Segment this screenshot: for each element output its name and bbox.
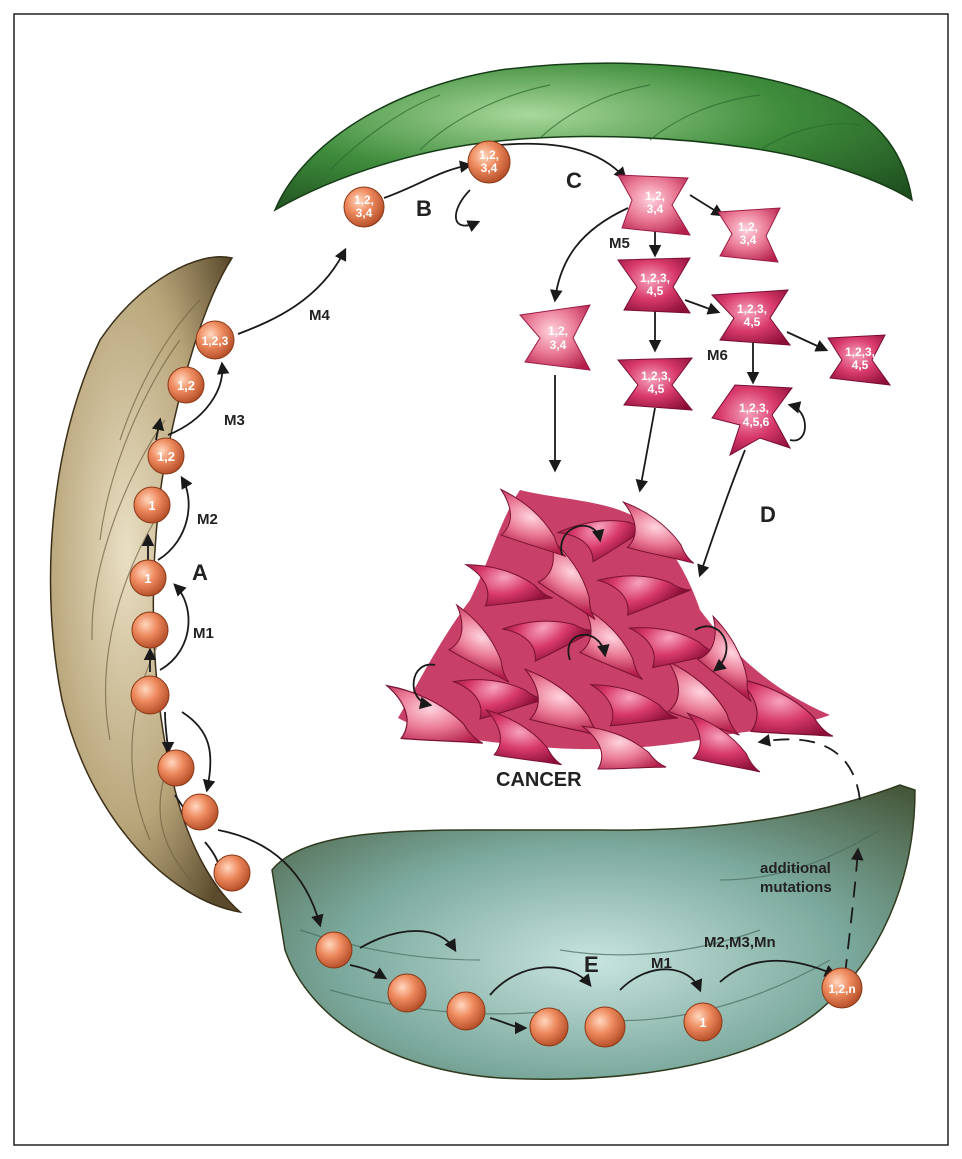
cell-label-green-a-2: 3,4: [356, 206, 373, 220]
cell-label-m5-c-2: 4,5: [648, 382, 665, 396]
cell-label-left-2: 1: [148, 498, 155, 513]
mutation-label-m3: M3: [224, 412, 245, 429]
additional-mutations-line2: mutations: [760, 879, 832, 896]
cell-label-left-5: 1,2,3: [202, 334, 229, 348]
daughter-cell: [214, 855, 250, 891]
mutation-label-m1-left: M1: [193, 625, 214, 642]
daughter-cell: [182, 794, 218, 830]
cell-label-m5-d-1: 1,2,3,: [845, 345, 875, 359]
mutation-label-m6: M6: [707, 347, 728, 364]
mutation-label-m2: M2: [197, 511, 218, 528]
panel-label-c: C: [566, 168, 582, 193]
cell-label-left-3: 1,2: [157, 449, 175, 464]
panel-label-e: E: [584, 952, 599, 977]
cell-label-m5-b-2: 4,5: [744, 315, 761, 329]
stem-cell: [131, 676, 169, 714]
panel-label-a: A: [192, 560, 208, 585]
stem-cell: [132, 612, 168, 648]
cell-label-c-left-2: 3,4: [550, 338, 567, 352]
cell-label-green-b-2: 3,4: [481, 161, 498, 175]
panel-label-b: B: [416, 196, 432, 221]
mutation-label-m4: M4: [309, 307, 330, 324]
additional-mutations-line1: additional: [760, 860, 831, 877]
daughter-cell: [158, 750, 194, 786]
stem-cell: [585, 1007, 625, 1047]
mutation-label-m5: M5: [609, 235, 630, 252]
cell-label-m6-1: 1,2,3,: [739, 401, 769, 415]
panel-label-d: D: [760, 502, 776, 527]
stem-cell: [388, 974, 426, 1012]
stem-cell: [447, 992, 485, 1030]
cell-label-c-top-2: 3,4: [647, 202, 664, 216]
cell-label-c-right-2: 3,4: [740, 233, 757, 247]
cancer-label: CANCER: [496, 769, 582, 791]
mutation-label-multi: M2,M3,Mn: [704, 934, 776, 951]
cell-label-m5-b-1: 1,2,3,: [737, 302, 767, 316]
cell-label-m6-2: 4,5,6: [743, 415, 770, 429]
cell-label-c-right-1: 1,2,: [738, 220, 758, 234]
cell-label-m5-a-1: 1,2,3,: [640, 271, 670, 285]
cell-label-m5-a-2: 4,5: [647, 284, 664, 298]
cell-label-green-a-1: 1,2,: [354, 193, 374, 207]
stem-cell: [530, 1008, 568, 1046]
cell-label-bottom-1: 1: [699, 1015, 706, 1030]
cell-label-left-4: 1,2: [177, 378, 195, 393]
cell-label-c-left-1: 1,2,: [548, 324, 568, 338]
stem-cell: [316, 932, 352, 968]
cell-label-left-1: 1: [144, 571, 151, 586]
cell-label-m5-c-1: 1,2,3,: [641, 369, 671, 383]
mutation-label-m1-bottom: M1: [651, 955, 672, 972]
cell-label-green-b-1: 1,2,: [479, 148, 499, 162]
cell-label-m5-d-2: 4,5: [852, 358, 869, 372]
cell-label-bottom-n: 1,2,n: [828, 982, 855, 996]
cell-label-c-top-1: 1,2,: [645, 189, 665, 203]
